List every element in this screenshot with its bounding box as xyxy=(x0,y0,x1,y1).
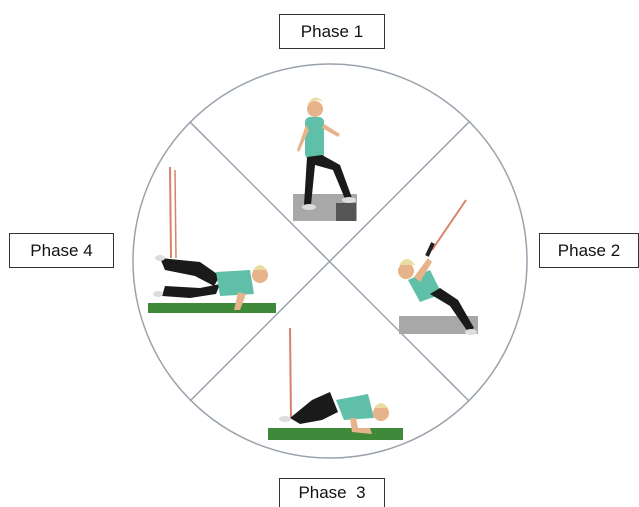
phase-1-illustration xyxy=(293,97,357,221)
phase-2-label: Phase 2 xyxy=(539,233,639,268)
exercise-mat xyxy=(268,428,403,440)
exercise-mat xyxy=(148,303,276,313)
phase-1-label: Phase 1 xyxy=(279,14,385,49)
phase-4-label: Phase 4 xyxy=(9,233,114,268)
phase-2-illustration xyxy=(398,200,478,335)
phase-3-label: Phase 3 xyxy=(279,478,385,507)
phase-3-illustration xyxy=(268,328,403,440)
